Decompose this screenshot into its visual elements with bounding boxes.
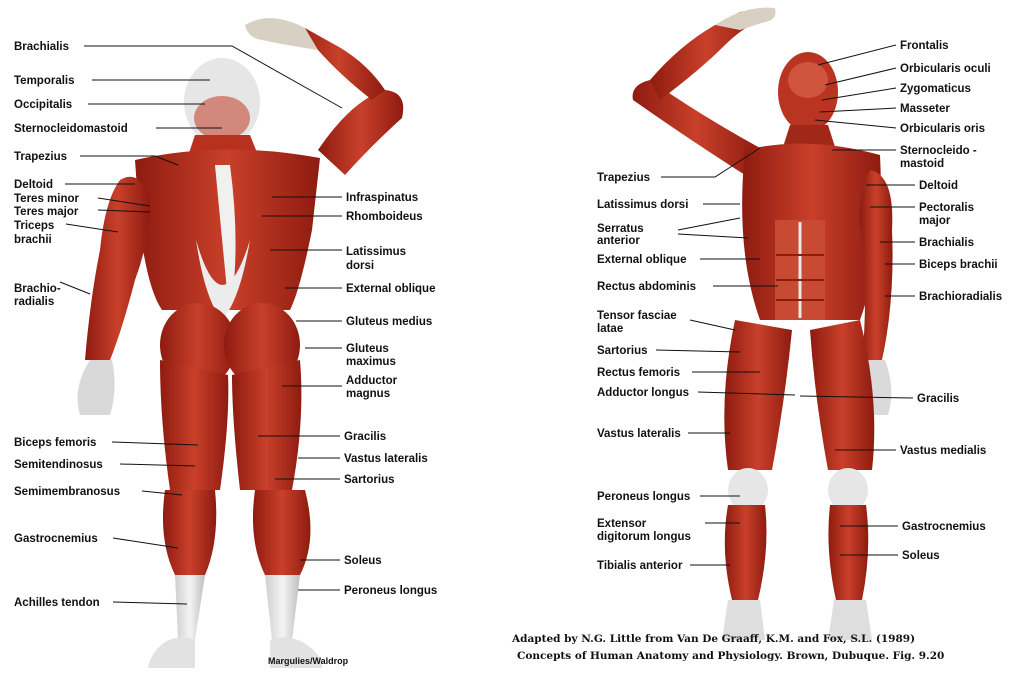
label-trapezius-anterior: Trapezius: [597, 172, 650, 184]
source-credit: Adapted by N.G. Little from Van De Graaf…: [511, 633, 944, 662]
label-semimembranosus: Semimembranosus: [14, 486, 120, 498]
label-rectus-femoris: Rectus femoris: [597, 367, 680, 379]
label-gastrocnemius-anterior: Gastrocnemius: [902, 521, 986, 533]
label-latissimus-line1: Latissimus: [346, 246, 406, 258]
label-extensor-line2: digitorum longus: [597, 531, 691, 543]
label-deltoid-anterior: Deltoid: [919, 180, 958, 192]
artist-signature: Margulies/Waldrop: [268, 656, 349, 666]
label-triceps-line2: brachii: [14, 234, 52, 246]
label-gracilis-anterior: Gracilis: [917, 393, 959, 405]
label-sartorius-anterior: Sartorius: [597, 345, 648, 357]
label-adductor-magnus-line1: Adductor: [346, 375, 398, 387]
label-semitendinosus: Semitendinosus: [14, 459, 103, 471]
label-infraspinatus: Infraspinatus: [346, 192, 418, 204]
label-orbicularis-oris: Orbicularis oris: [900, 123, 985, 135]
label-teres-major: Teres major: [14, 206, 79, 218]
label-brachioradialis-line1: Brachio-: [14, 283, 61, 295]
label-extensor-line1: Extensor: [597, 518, 647, 530]
label-biceps-femoris: Biceps femoris: [14, 437, 96, 449]
label-masseter: Masseter: [900, 103, 950, 115]
label-brachialis-anterior: Brachialis: [919, 237, 974, 249]
label-triceps-line1: Triceps: [14, 220, 54, 232]
label-gastrocnemius-posterior: Gastrocnemius: [14, 533, 98, 545]
credit-line-1: Adapted by N.G. Little from Van De Graaf…: [511, 633, 915, 645]
label-temporalis: Temporalis: [14, 75, 75, 87]
label-pectoralis-line2: major: [919, 215, 951, 227]
label-tibialis-anterior: Tibialis anterior: [597, 560, 683, 572]
label-gluteus-medius: Gluteus medius: [346, 316, 432, 328]
credit-line-2: Concepts of Human Anatomy and Physiology…: [517, 650, 944, 662]
label-trapezius-posterior: Trapezius: [14, 151, 67, 163]
label-sternocleido-line1: Sternocleido -: [900, 145, 977, 157]
label-zygomaticus: Zygomaticus: [900, 83, 971, 95]
label-vastus-lateralis-posterior: Vastus lateralis: [344, 453, 428, 465]
label-orbicularis-oculi: Orbicularis oculi: [900, 63, 991, 75]
label-latissimus-dorsi-anterior: Latissimus dorsi: [597, 199, 688, 211]
label-adductor-longus: Adductor longus: [597, 387, 689, 399]
label-serratus-line2: anterior: [597, 235, 640, 247]
label-peroneus-longus-posterior: Peroneus longus: [344, 585, 437, 597]
label-external-oblique-posterior: External oblique: [346, 283, 435, 295]
label-rectus-abdominis: Rectus abdominis: [597, 281, 696, 293]
label-sternocleidomastoid-posterior: Sternocleidomastoid: [14, 123, 128, 135]
label-brachialis-posterior: Brachialis: [14, 41, 69, 53]
label-rhomboideus: Rhomboideus: [346, 211, 423, 223]
anterior-figure: [633, 8, 893, 640]
label-peroneus-longus-anterior: Peroneus longus: [597, 491, 690, 503]
label-brachioradialis-anterior: Brachioradialis: [919, 291, 1002, 303]
label-frontalis: Frontalis: [900, 40, 949, 52]
label-tensor-line2: latae: [597, 323, 623, 335]
label-soleus-posterior: Soleus: [344, 555, 382, 567]
label-tensor-line1: Tensor fasciae: [597, 310, 677, 322]
label-pectoralis-line1: Pectoralis: [919, 202, 974, 214]
label-sternocleido-line2: mastoid: [900, 158, 944, 170]
label-gluteus-maximus-line2: maximus: [346, 356, 396, 368]
label-soleus-anterior: Soleus: [902, 550, 940, 562]
label-external-oblique-anterior: External oblique: [597, 254, 686, 266]
label-gracilis-posterior: Gracilis: [344, 431, 386, 443]
label-occipitalis: Occipitalis: [14, 99, 72, 111]
label-latissimus-line2: dorsi: [346, 260, 374, 272]
label-achilles-tendon: Achilles tendon: [14, 597, 100, 609]
label-deltoid-posterior: Deltoid: [14, 179, 53, 191]
label-biceps-brachii: Biceps brachii: [919, 259, 998, 271]
label-serratus-line1: Serratus: [597, 223, 644, 235]
label-gluteus-maximus-line1: Gluteus: [346, 343, 389, 355]
label-sartorius-posterior: Sartorius: [344, 474, 395, 486]
label-brachioradialis-line2: radialis: [14, 296, 54, 308]
label-adductor-magnus-line2: magnus: [346, 388, 390, 400]
label-vastus-medialis: Vastus medialis: [900, 445, 986, 457]
label-teres-minor: Teres minor: [14, 193, 79, 205]
label-vastus-lateralis-anterior: Vastus lateralis: [597, 428, 681, 440]
